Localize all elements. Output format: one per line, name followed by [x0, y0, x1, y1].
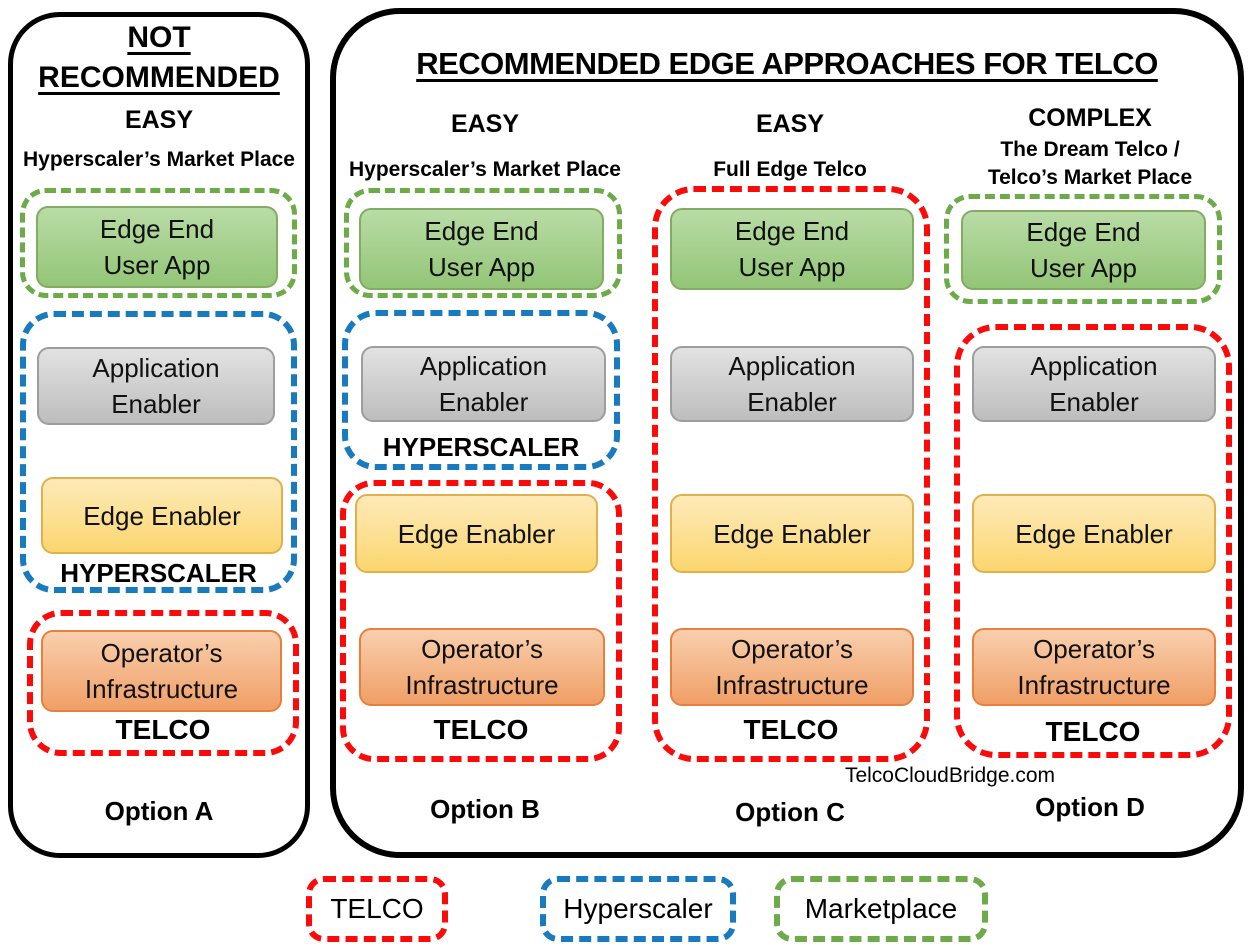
subtitle-c: Full Edge Telco — [713, 158, 867, 181]
watermark: TelcoCloudBridge.com — [844, 764, 1056, 787]
option-a-label: Option A — [104, 796, 214, 826]
not-recommended-panel — [8, 12, 310, 858]
group-label-hyperscaler-b: HYPERSCALER — [382, 432, 580, 462]
box-operators-infrastructure-c: Operator’s Infrastructure — [670, 628, 914, 706]
telco-group-a — [27, 610, 299, 756]
box-edge-enabler-a: Edge Enabler — [41, 477, 283, 554]
box-edge-enabler-b: Edge Enabler — [355, 494, 598, 573]
legend-telco: TELCO — [306, 876, 448, 942]
not-recommended-heading-line2: RECOMMENDED — [38, 61, 280, 94]
marketplace-group-a — [20, 188, 297, 298]
box-operators-infrastructure-b: Operator’s Infrastructure — [359, 628, 605, 706]
box-edge-end-user-app-b: Edge End User App — [359, 208, 604, 290]
legend-telco-label: TELCO — [330, 893, 424, 924]
telco-group-c — [652, 186, 930, 762]
difficulty-label-a: EASY — [124, 106, 194, 134]
box-application-enabler-c: Application Enabler — [670, 346, 914, 422]
legend-marketplace: Marketplace — [774, 876, 988, 942]
box-edge-end-user-app-a: Edge End User App — [36, 206, 278, 288]
box-operators-infrastructure-d: Operator’s Infrastructure — [972, 628, 1216, 706]
box-edge-end-user-app-d: Edge End User App — [961, 210, 1206, 290]
group-label-telco-c: TELCO — [743, 714, 839, 745]
subtitle-a: Hyperscaler’s Market Place — [22, 148, 295, 171]
marketplace-group-d — [944, 194, 1222, 304]
box-application-enabler-d: Application Enabler — [972, 346, 1216, 422]
telco-group-d — [954, 324, 1232, 758]
difficulty-label-d: COMPLEX — [1028, 104, 1152, 132]
legend-hyperscaler-label: Hyperscaler — [563, 893, 713, 924]
difficulty-label-c: EASY — [755, 110, 825, 138]
hyperscaler-group-b — [342, 310, 620, 470]
legend-marketplace-label: Marketplace — [804, 893, 958, 924]
group-label-hyperscaler-a: HYPERSCALER — [60, 558, 257, 588]
option-d-label: Option D — [1035, 792, 1145, 822]
option-b-label: Option B — [430, 794, 540, 824]
difficulty-label-b: EASY — [450, 110, 520, 138]
subtitle-b: Hyperscaler’s Market Place — [348, 158, 621, 181]
hyperscaler-group-a — [20, 311, 297, 593]
option-c-label: Option C — [735, 797, 845, 827]
box-edge-enabler-c: Edge Enabler — [670, 494, 914, 573]
group-label-telco-a: TELCO — [115, 714, 211, 745]
marketplace-group-b — [344, 188, 622, 298]
legend-hyperscaler: Hyperscaler — [540, 876, 736, 942]
box-edge-end-user-app-c: Edge End User App — [670, 208, 914, 290]
box-application-enabler-b: Application Enabler — [361, 346, 606, 422]
box-application-enabler-a: Application Enabler — [37, 347, 275, 425]
subtitle-d-line1: The Dream Telco / — [1000, 138, 1180, 161]
recommended-title: RECOMMENDED EDGE APPROACHES FOR TELCO — [416, 46, 1158, 81]
group-label-telco-d: TELCO — [1045, 716, 1141, 747]
recommended-panel — [330, 8, 1244, 858]
box-operators-infrastructure-a: Operator’s Infrastructure — [41, 630, 282, 712]
telco-group-b — [340, 480, 622, 762]
subtitle-d-line2: Telco’s Market Place — [987, 166, 1193, 189]
box-edge-enabler-d: Edge Enabler — [972, 494, 1216, 573]
not-recommended-heading-line1: NOT — [127, 21, 191, 54]
group-label-telco-b: TELCO — [433, 714, 529, 745]
